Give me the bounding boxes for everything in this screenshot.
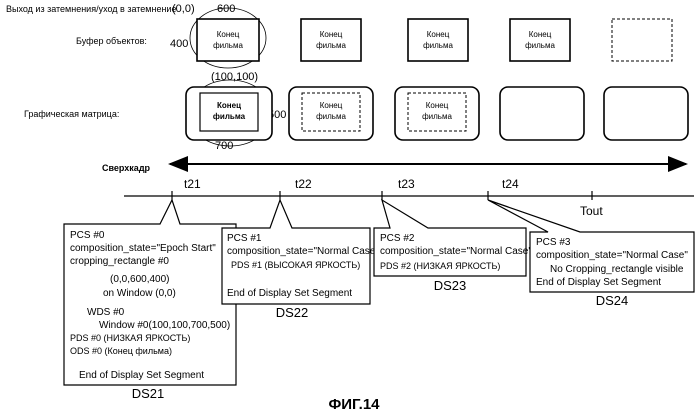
- tick-tout-label: Tout: [580, 204, 603, 218]
- ds21-line-7: Window #0(100,100,700,500): [99, 320, 230, 331]
- ds23-label: DS23: [434, 278, 467, 293]
- svg-text:фильма: фильма: [316, 41, 346, 50]
- ds21-line-10: End of Display Set Segment: [79, 370, 204, 381]
- ds21-label: DS21: [132, 386, 165, 401]
- ds24-line-1: PCS #3: [536, 237, 571, 248]
- object-buffer-3: Конец фильма: [408, 19, 468, 61]
- svg-text:Конец: Конец: [320, 30, 343, 39]
- graphics-plane-3: Конец фильма: [395, 87, 479, 140]
- ds22-line-4: End of Display Set Segment: [227, 288, 352, 299]
- superframe-label: Сверхкадр: [102, 163, 151, 173]
- tick-t23-label: t23: [398, 177, 415, 191]
- graphics-plane-2: Конец фильма: [289, 87, 373, 140]
- height-label: 400: [170, 38, 188, 50]
- svg-text:фильма: фильма: [423, 41, 453, 50]
- ds21-line-3: cropping_rectangle #0: [70, 256, 169, 267]
- svg-text:фильма: фильма: [213, 41, 243, 50]
- graphics-plane-1: Конец фильма: [186, 87, 272, 140]
- ds21-line-4: (0,0,600,400): [110, 274, 170, 285]
- object-buffer-5-empty: [612, 19, 672, 61]
- ds24-line-2: composition_state="Normal Case": [536, 250, 688, 261]
- ds23-line-2: composition_state="Normal Case": [380, 246, 532, 257]
- svg-text:фильма: фильма: [525, 41, 555, 50]
- svg-text:Конец: Конец: [427, 30, 450, 39]
- ds23-line-3: PDS #2 (НИЗКАЯ ЯРКОСТЬ): [380, 261, 500, 271]
- ds22-line-3: PDS #1 (ВЫСОКАЯ ЯРКОСТЬ): [231, 260, 360, 270]
- ds22-line-1: PCS #1: [227, 233, 262, 244]
- ds22-line-2: composition_state="Normal Case": [227, 246, 379, 257]
- graphics-plane-4: [500, 87, 584, 140]
- svg-text:Конец: Конец: [426, 101, 449, 110]
- svg-text:Конец: Конец: [320, 101, 343, 110]
- ds24-line-4: End of Display Set Segment: [536, 277, 661, 288]
- ds21-line-2: composition_state="Epoch Start": [70, 243, 216, 254]
- fade-label: Выход из затемнения/уход в затемнение: [6, 4, 176, 14]
- object-buffer-4: Конец фильма: [510, 19, 570, 61]
- graphics-plane-5: [604, 87, 688, 140]
- ds21-line-9: ODS #0 (Конец фильма): [70, 346, 172, 356]
- ds21-line-8: PDS #0 (НИЗКАЯ ЯРКОСТЬ): [70, 333, 190, 343]
- svg-text:фильма: фильма: [213, 112, 246, 121]
- svg-text:Конец: Конец: [217, 30, 240, 39]
- ds24-line-3: No Cropping_rectangle visible: [550, 264, 684, 275]
- svg-text:фильма: фильма: [422, 112, 452, 121]
- svg-text:фильма: фильма: [316, 112, 346, 121]
- graphics-plane-label: Графическая матрица:: [24, 109, 119, 119]
- figure-caption: ФИГ.14: [328, 396, 380, 413]
- object-buffer-label: Буфер объектов:: [76, 36, 147, 46]
- ds21-line-6: WDS #0: [87, 307, 125, 318]
- object-buffer-2: Конец фильма: [301, 19, 361, 61]
- ds22-label: DS22: [276, 305, 309, 320]
- ds21-line-5: on Window (0,0): [103, 288, 176, 299]
- tick-t21-label: t21: [184, 177, 201, 191]
- tick-t22-label: t22: [295, 177, 312, 191]
- ds23-line-1: PCS #2: [380, 233, 415, 244]
- ds21-line-1: PCS #0: [70, 230, 105, 241]
- origin-label: (0,0): [172, 3, 195, 15]
- ds24-label: DS24: [596, 293, 629, 308]
- svg-text:Конец: Конец: [529, 30, 552, 39]
- tick-t24-label: t24: [502, 177, 519, 191]
- object-buffer-1: Конец фильма: [197, 19, 259, 61]
- svg-text:Конец: Конец: [217, 101, 241, 110]
